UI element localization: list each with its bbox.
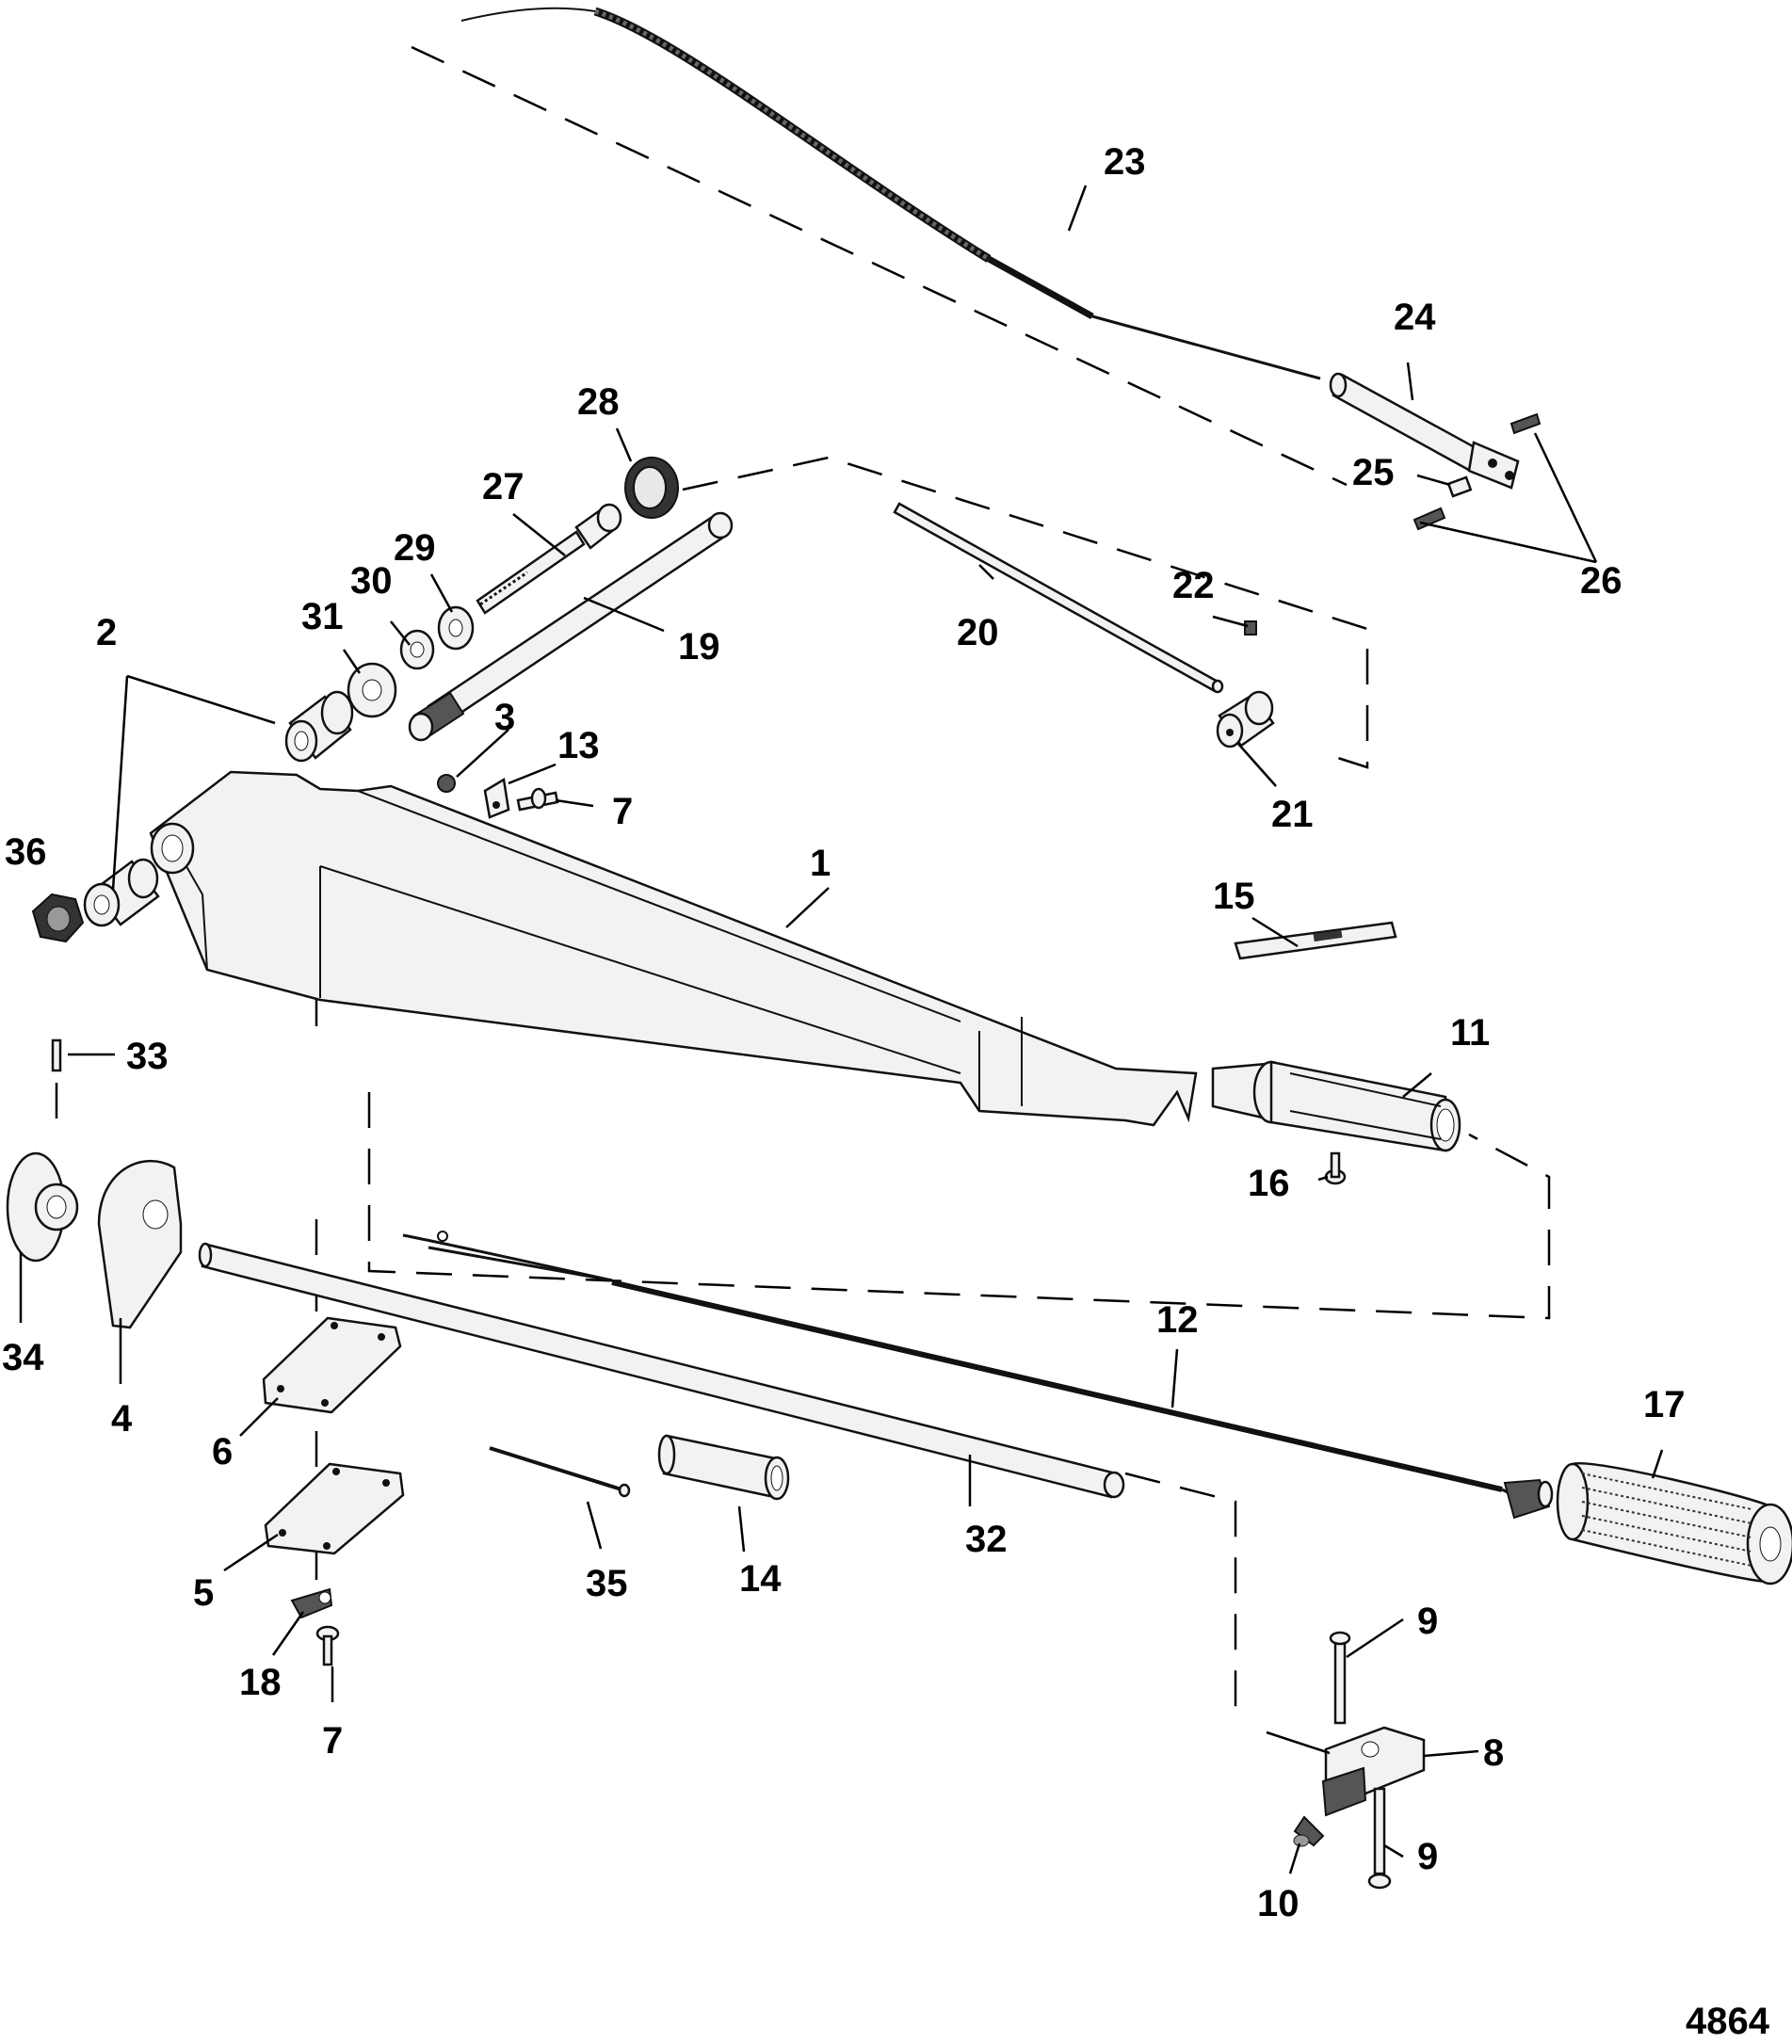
part-15-plate	[1234, 921, 1397, 960]
part-2-bushings	[83, 690, 354, 927]
leader-lines	[19, 185, 1664, 1875]
callout-21: 21	[1271, 794, 1314, 835]
part-19-shaft	[408, 511, 734, 742]
callout-4: 4	[111, 1398, 133, 1440]
part-33-pin	[51, 1038, 62, 1072]
callout-23: 23	[1104, 141, 1146, 183]
callout-28: 28	[577, 381, 620, 423]
part-23-cable	[460, 7, 1321, 380]
callout-26: 26	[1580, 560, 1622, 602]
part-4-plate	[97, 1159, 183, 1329]
callout-30: 30	[350, 560, 393, 602]
callout-3: 3	[494, 697, 515, 738]
callout-25: 25	[1352, 452, 1395, 493]
callout-20: 20	[957, 612, 999, 653]
callout-24: 24	[1394, 297, 1436, 338]
callout-5: 5	[193, 1572, 214, 1614]
callout-1: 1	[810, 843, 831, 884]
part-11-grip-sleeve	[1211, 1060, 1461, 1152]
part-14-sleeve	[657, 1434, 790, 1501]
callout-29: 29	[394, 527, 436, 569]
callout-34: 34	[2, 1337, 44, 1378]
callout-11: 11	[1450, 1012, 1490, 1054]
part-27-bolt	[476, 503, 622, 615]
part-16-screw	[1324, 1151, 1347, 1185]
part-36-nut	[31, 893, 85, 943]
part-1-tiller-arm	[149, 770, 1198, 1127]
part-24-link	[1329, 372, 1520, 490]
part-25-26-screws	[1413, 412, 1542, 531]
part-12-throttle-cable	[402, 1231, 1554, 1520]
callout-32: 32	[965, 1519, 1008, 1560]
figure-number: 4864	[1686, 2001, 1770, 2042]
part-34-cap	[6, 1151, 79, 1263]
part-28-bushing	[624, 457, 679, 519]
part-8-9-10-clamp	[1293, 1631, 1426, 1890]
part-3-13-7-hardware	[437, 774, 559, 819]
callout-9b: 9	[1417, 1836, 1438, 1877]
part-21-22-collar	[1216, 620, 1275, 748]
callout-10: 10	[1257, 1883, 1300, 1924]
callout-9a: 9	[1417, 1601, 1438, 1642]
callout-8: 8	[1483, 1732, 1504, 1774]
callout-15: 15	[1213, 876, 1255, 917]
part-18-clamp	[290, 1587, 340, 1666]
callout-19: 19	[678, 626, 720, 668]
part-6-5-plates	[262, 1316, 405, 1555]
callout-7b: 7	[322, 1720, 343, 1762]
callout-18: 18	[239, 1662, 282, 1703]
part-29-31-washers	[347, 605, 475, 718]
callout-6: 6	[212, 1431, 233, 1473]
callout-35: 35	[586, 1563, 628, 1604]
callout-12: 12	[1156, 1299, 1199, 1341]
part-35-pin	[489, 1446, 631, 1498]
callout-31: 31	[301, 596, 344, 637]
assembly-dashed-lines	[55, 45, 1551, 1723]
part-17-grip	[1556, 1461, 1792, 1585]
callouts: 23 24 25 26 28 27 29 30 31 19 20 22 21 2…	[2, 141, 1686, 1924]
callout-27: 27	[482, 466, 525, 507]
callout-13: 13	[557, 725, 600, 766]
callout-22: 22	[1172, 565, 1215, 606]
callout-17: 17	[1643, 1384, 1686, 1425]
callout-2: 2	[96, 612, 117, 653]
part-32-tube	[198, 1242, 1125, 1499]
callout-7a: 7	[612, 791, 633, 832]
callout-33: 33	[126, 1036, 169, 1077]
callout-14: 14	[739, 1558, 782, 1600]
callout-16: 16	[1248, 1163, 1290, 1204]
callout-36: 36	[5, 831, 47, 873]
part-20-rod	[893, 502, 1224, 694]
